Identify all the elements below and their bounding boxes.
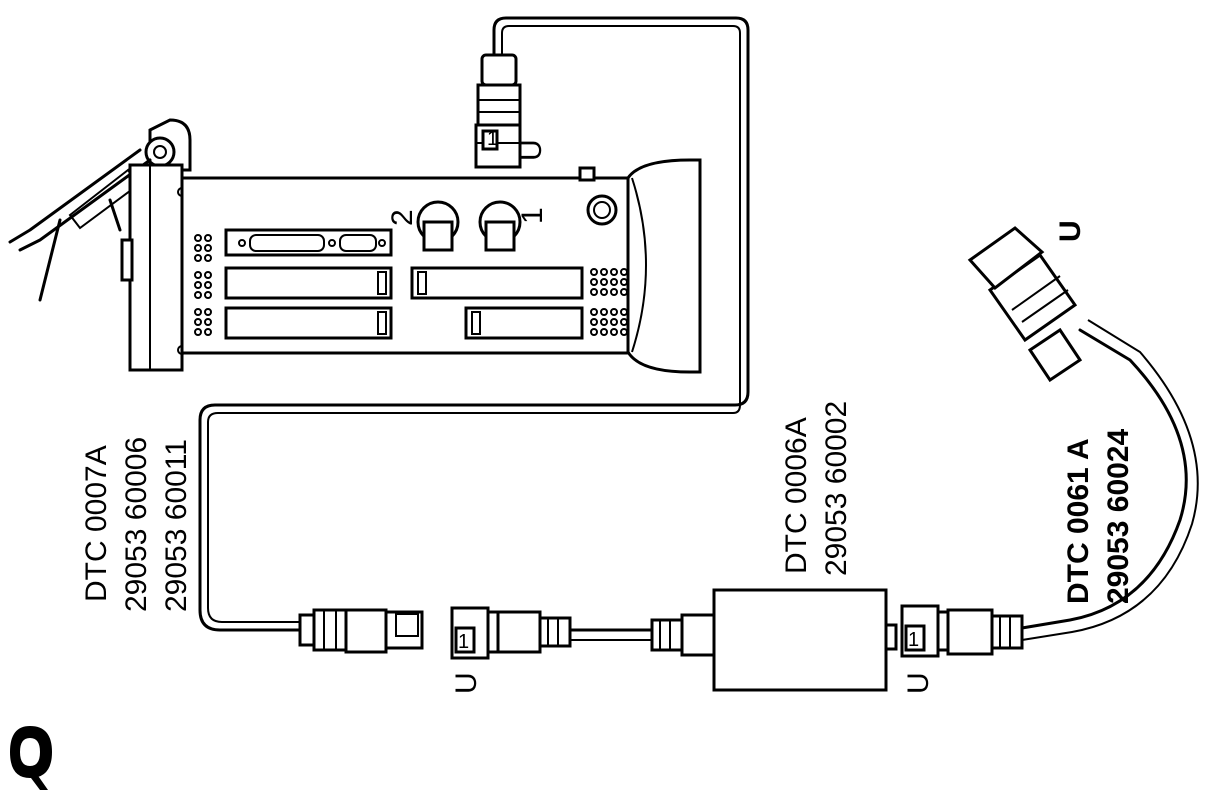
jumper-connector-left: 1 U <box>450 606 572 694</box>
cable-0007a-connector <box>298 608 424 654</box>
label-dtc-0006a: DTC 0006A 29053 60002 <box>780 401 853 576</box>
cable-dtc-0061a: U <box>967 220 1199 641</box>
cable-dtc-0007a <box>198 16 750 632</box>
adapter-0006a-name: DTC 0006A <box>780 417 813 574</box>
connector-u-mark: U <box>515 139 548 161</box>
instrument-unit: 1 2 <box>8 118 702 374</box>
cable-0007a-name: DTC 0007A <box>80 445 113 602</box>
cable-0061a-end-connector: 1 U <box>900 604 1024 694</box>
cable-0007a-part-number-1: 29053 60006 <box>120 437 153 612</box>
port-1: 1 <box>478 200 549 252</box>
jumper-pin-label: 1 <box>458 631 469 653</box>
top-connector: 1 U <box>474 53 548 169</box>
plug-u-mark: U <box>1054 220 1087 242</box>
adapter-0006a-part-number: 29053 60002 <box>820 401 853 576</box>
port-2: 2 <box>386 200 460 252</box>
cable-0061a-u-mark: U <box>902 672 935 694</box>
cable-0007a-part-number-2: 29053 60011 <box>160 439 193 612</box>
port-2-label: 2 <box>386 209 419 226</box>
cable-tie-icon <box>10 726 52 790</box>
cable-0061a-pin-label: 1 <box>908 629 919 651</box>
vent-grid-right <box>590 268 628 336</box>
jumper-u-mark: U <box>450 672 483 694</box>
cable-0061a-name: DTC 0061 A <box>1062 438 1095 604</box>
vent-grid-left <box>194 234 212 336</box>
connector-pin-label: 1 <box>487 128 498 150</box>
label-dtc-0007a: DTC 0007A 29053 60006 29053 60011 <box>80 437 193 612</box>
label-dtc-0061a: DTC 0061 A 29053 60024 <box>1062 429 1135 604</box>
port-1-label: 1 <box>516 207 549 224</box>
cable-0061a-part-number: 29053 60024 <box>1102 429 1135 604</box>
adapter-dtc-0006a <box>650 588 898 692</box>
